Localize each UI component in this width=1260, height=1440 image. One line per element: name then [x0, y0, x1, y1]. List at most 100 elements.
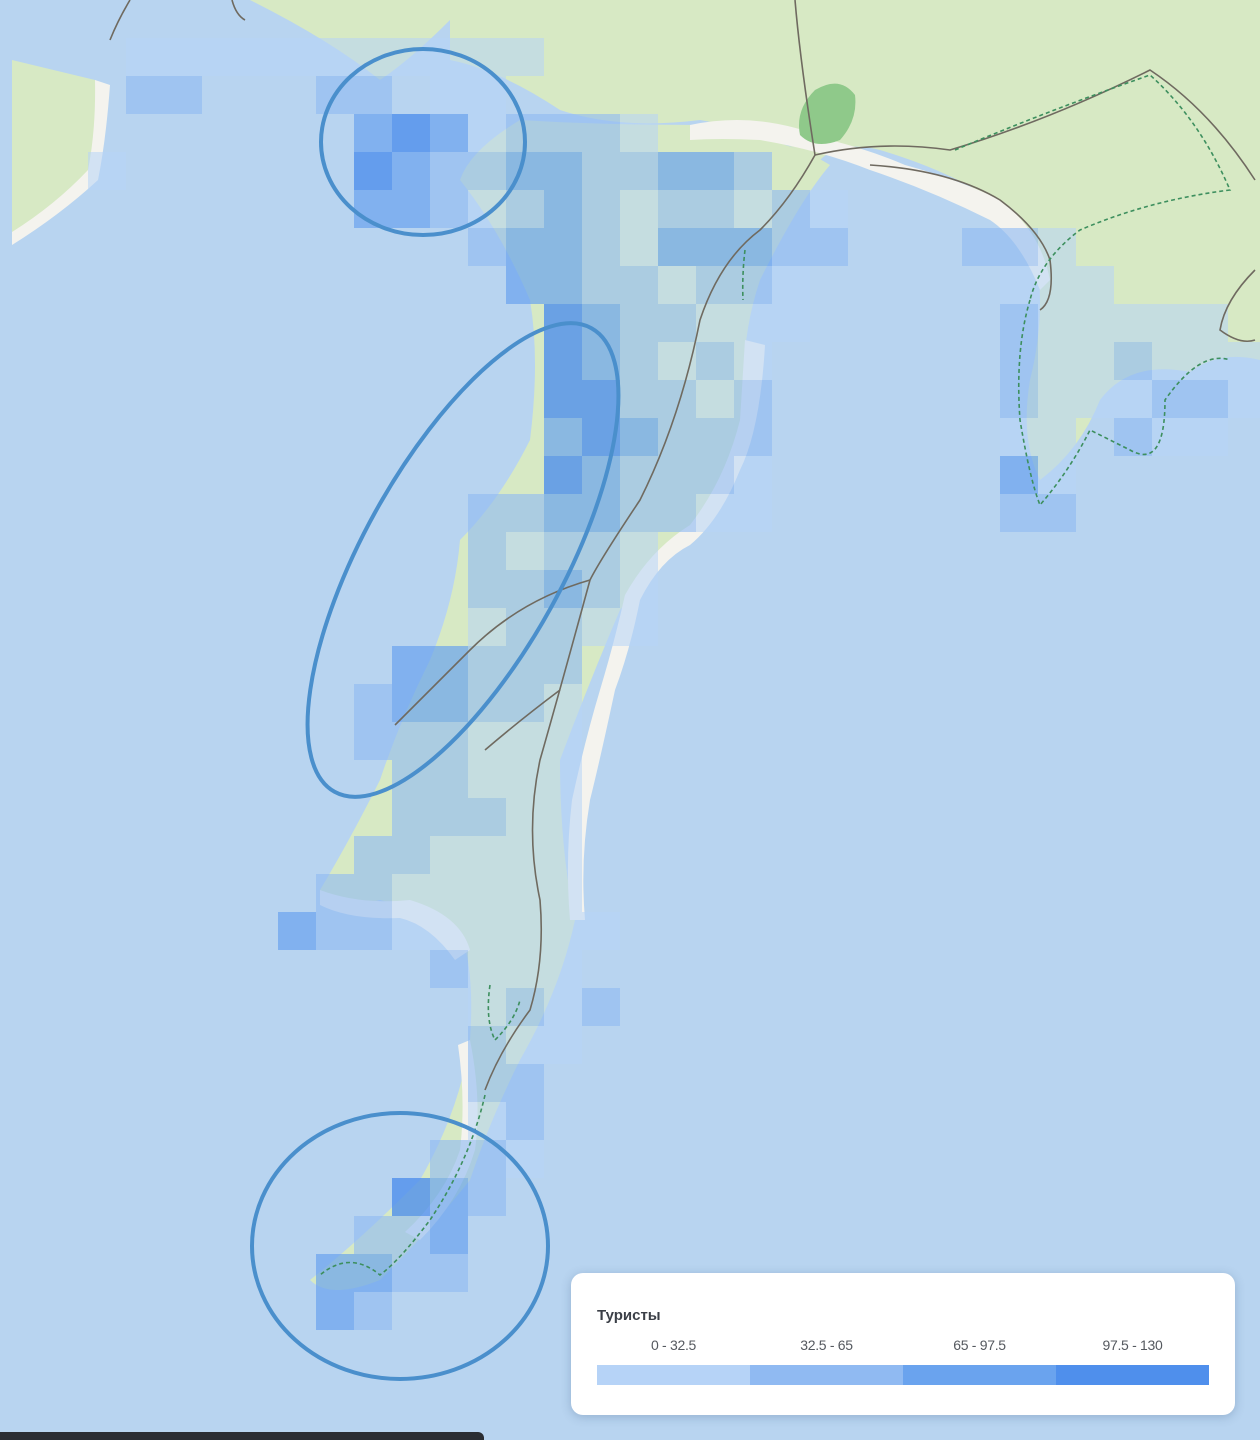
- heatmap-cell: [658, 190, 696, 228]
- forest-patch: [799, 83, 856, 144]
- heatmap-cell: [354, 912, 392, 950]
- heatmap-cell: [506, 494, 544, 532]
- heatmap-cell: [468, 228, 506, 266]
- heatmap-cell: [392, 114, 430, 152]
- heatmap-cell: [1114, 418, 1152, 456]
- south-cape-highlight[interactable]: [250, 1111, 550, 1381]
- heatmap-cell: [734, 304, 772, 342]
- road-main: [484, 0, 816, 1091]
- heatmap-cell: [544, 988, 582, 1026]
- heatmap-cell: [696, 494, 734, 532]
- heatmap-cell: [506, 722, 544, 760]
- heatmap-cell: [1038, 266, 1076, 304]
- heatmap-cell: [544, 874, 582, 912]
- heatmap-cell: [430, 798, 468, 836]
- heatmap-cell: [544, 950, 582, 988]
- legend-swatch-bin-3: [903, 1365, 1056, 1385]
- heatmap-cell: [582, 228, 620, 266]
- heatmap-cell: [544, 380, 582, 418]
- heatmap-cell: [202, 38, 240, 76]
- heatmap-cell: [392, 38, 430, 76]
- heatmap-cell: [658, 418, 696, 456]
- heatmap-cell: [696, 418, 734, 456]
- heatmap-cell: [468, 950, 506, 988]
- heatmap-cell: [1000, 304, 1038, 342]
- heatmap-cell: [696, 380, 734, 418]
- heatmap-cell: [620, 418, 658, 456]
- heatmap-cell: [734, 342, 772, 380]
- heatmap-cell: [582, 532, 620, 570]
- heatmap-cell: [506, 38, 544, 76]
- heatmap-cell: [1038, 456, 1076, 494]
- road-east-edge: [1219, 269, 1256, 343]
- heatmap-cell: [1038, 342, 1076, 380]
- heatmap-cell: [430, 76, 468, 114]
- north-bay-highlight[interactable]: [319, 47, 527, 237]
- heatmap-cell: [696, 228, 734, 266]
- trail-east-cape: [1017, 299, 1231, 507]
- legend-label-bin-2: 32.5 - 65: [800, 1337, 853, 1353]
- heatmap-cell: [354, 76, 392, 114]
- heatmap-cell: [1190, 380, 1228, 418]
- heatmap-cell: [544, 1026, 582, 1064]
- heatmap-cell: [506, 836, 544, 874]
- mainland-northwest: [12, 0, 450, 80]
- heatmap-cell: [620, 570, 658, 608]
- heatmap-cell: [430, 836, 468, 874]
- legend-label-bin-4: 97.5 - 130: [1102, 1337, 1163, 1353]
- heatmap-cell: [430, 152, 468, 190]
- heatmap-cell: [354, 1292, 392, 1330]
- west-coast-highlight[interactable]: [247, 280, 679, 841]
- legend-labels: 0 - 32.5 32.5 - 65 65 - 97.5 97.5 - 130: [597, 1337, 1209, 1357]
- heatmap-cell: [544, 912, 582, 950]
- trail-peninsula-north: [741, 249, 746, 301]
- heatmap-cell: [658, 304, 696, 342]
- heatmap-cell: [582, 608, 620, 646]
- heatmap-cell: [658, 266, 696, 304]
- heatmap-cell: [1228, 342, 1260, 380]
- heatmap-cell: [1114, 342, 1152, 380]
- heatmap-cell: [354, 1254, 392, 1292]
- heatmap-cell: [430, 1140, 468, 1178]
- heatmap-cell: [582, 912, 620, 950]
- heatmap-cell: [620, 228, 658, 266]
- heatmap-cell: [1152, 342, 1190, 380]
- heatmap-cell: [772, 190, 810, 228]
- heatmap-cell: [734, 266, 772, 304]
- heatmap-cell: [468, 988, 506, 1026]
- heatmap-cell: [506, 950, 544, 988]
- heatmap-cell: [1000, 228, 1038, 266]
- heatmap-cell: [772, 304, 810, 342]
- heatmap-cell: [126, 38, 164, 76]
- heatmap-cell: [544, 228, 582, 266]
- heatmap-cell: [468, 152, 506, 190]
- heatmap-cell: [696, 456, 734, 494]
- heatmap-cell: [430, 684, 468, 722]
- road-branch-south: [484, 689, 561, 751]
- heatmap-cell: [1000, 266, 1038, 304]
- heatmap-cell: [392, 912, 430, 950]
- heatmap-cell: [658, 494, 696, 532]
- heatmap-cell: [88, 152, 126, 190]
- heatmap-cell: [734, 380, 772, 418]
- heatmap-cell: [544, 494, 582, 532]
- heatmap-cell: [696, 190, 734, 228]
- heatmap-cell: [506, 912, 544, 950]
- heatmap-cell: [544, 760, 582, 798]
- heatmap-cell: [468, 1178, 506, 1216]
- heatmap-cell: [620, 342, 658, 380]
- heatmap-cell: [696, 152, 734, 190]
- heatmap-cell: [468, 1026, 506, 1064]
- road-layer: [109, 0, 1256, 1091]
- heatmap-cell: [1228, 380, 1260, 418]
- heatmap-cell: [658, 456, 696, 494]
- trail-northeast: [954, 74, 1232, 301]
- heatmap-cell: [1076, 304, 1114, 342]
- heatmap-cell: [468, 532, 506, 570]
- heatmap-cell: [772, 228, 810, 266]
- heatmap-cell: [582, 114, 620, 152]
- beach-north: [690, 120, 1050, 290]
- heatmap-cell: [1152, 418, 1190, 456]
